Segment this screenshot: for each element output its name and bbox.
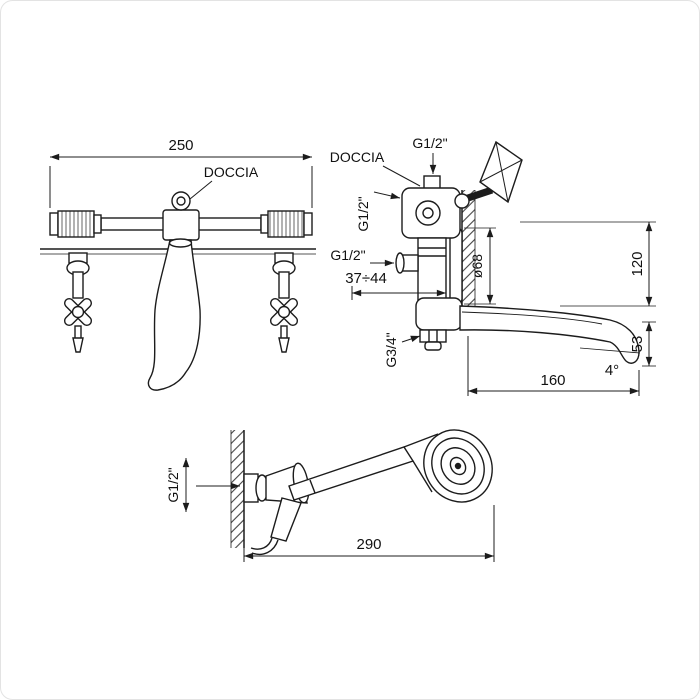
- bottom-connection-leader: [401, 335, 421, 343]
- side-dimensions: [351, 153, 656, 396]
- bottom-port: [419, 329, 447, 343]
- bottom-connection-label: G3/4": [383, 332, 399, 367]
- left-valve-handle: [62, 252, 94, 353]
- handshower-view: G1/2" 290: [165, 429, 495, 562]
- side-doccia-label: DOCCIA: [330, 149, 385, 165]
- front-view: 250 DOCCIA: [40, 137, 316, 391]
- wall-escutcheon: [449, 227, 463, 305]
- wall-section-shower: [230, 430, 245, 548]
- shower-hose: [250, 497, 302, 556]
- spout-reach-label: 160: [540, 372, 565, 389]
- front-width-label: 250: [168, 137, 193, 154]
- inlet-connection-label: G1/2": [330, 247, 365, 263]
- right-valve-handle: [268, 252, 300, 353]
- escutcheon-diameter-label: ø68: [469, 254, 485, 278]
- top-port: [423, 175, 441, 190]
- front-doccia-leader: [189, 180, 213, 200]
- shower-dimensions: [182, 458, 495, 562]
- side-spout: [459, 305, 640, 364]
- handshower: [288, 429, 493, 503]
- shower-connection-label: G1/2": [165, 467, 181, 502]
- front-doccia-label: DOCCIA: [204, 164, 259, 180]
- side-view: DOCCIA G1/2" G1/2" G1/2" 37÷44 ø68 120 5…: [330, 135, 656, 396]
- front-spout: [147, 238, 201, 391]
- height-label: 120: [629, 251, 646, 276]
- mixer-bar: [49, 191, 313, 241]
- spout-angle-label: 4°: [605, 362, 619, 379]
- diverter-handle-side: [454, 140, 523, 209]
- side-doccia-leader: [382, 165, 421, 187]
- mixer-body-side: [395, 175, 463, 351]
- spout-drop-label: 53: [629, 336, 646, 353]
- shower-width-label: 290: [356, 536, 381, 553]
- top-connection-label: G1/2": [412, 135, 447, 151]
- wall-distance-label: 37÷44: [345, 270, 387, 287]
- front-width-dimension: [49, 153, 313, 208]
- handshower-handle: [288, 446, 415, 501]
- side-connection-label: G1/2": [355, 196, 371, 231]
- angle-reference-line: [579, 347, 641, 354]
- side-connection-leader: [373, 191, 401, 200]
